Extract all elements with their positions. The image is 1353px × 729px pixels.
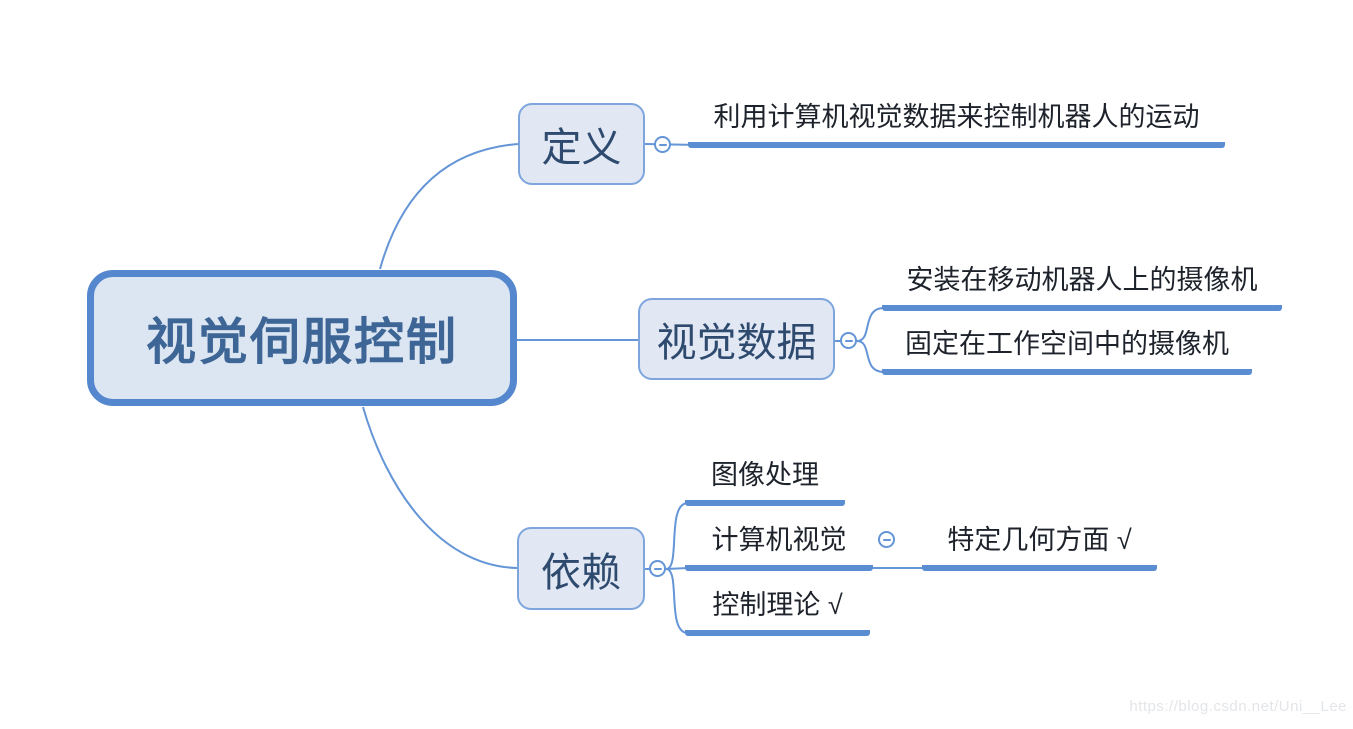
edge-visualdata-child2 — [856, 340, 885, 373]
collapse-button-definition[interactable] — [654, 136, 671, 153]
collapse-button-computer-vision[interactable] — [878, 531, 895, 548]
node-definition[interactable]: 定义 — [518, 103, 645, 185]
leaf-control-theory[interactable]: 控制理论 √ — [685, 588, 870, 636]
collapse-minus-icon — [844, 339, 853, 342]
edge-root-dependency — [362, 406, 518, 569]
collapse-minus-icon — [658, 143, 667, 146]
node-root-topic[interactable]: 视觉伺服控制 — [87, 270, 517, 406]
leaf-camera-fixed-in-workspace[interactable]: 固定在工作空间中的摄像机 — [882, 327, 1252, 375]
leaf-camera-on-mobile-robot[interactable]: 安装在移动机器人上的摄像机 — [882, 263, 1282, 311]
watermark-text: https://blog.csdn.net/Uni__Lee — [1129, 698, 1347, 715]
edge-dependency-child3 — [665, 568, 689, 634]
collapse-minus-icon — [882, 538, 891, 541]
edge-dependency-child1 — [665, 502, 689, 570]
edge-visualdata-child1 — [856, 307, 885, 342]
leaf-image-processing[interactable]: 图像处理 — [685, 458, 845, 506]
leaf-definition-detail[interactable]: 利用计算机视觉数据来控制机器人的运动 — [688, 100, 1225, 148]
node-visual-data[interactable]: 视觉数据 — [638, 298, 835, 380]
collapse-minus-icon — [653, 567, 662, 570]
leaf-computer-vision[interactable]: 计算机视觉 — [685, 523, 873, 571]
edge-root-definition — [379, 143, 519, 270]
leaf-specific-geometry[interactable]: 特定几何方面 √ — [922, 523, 1157, 571]
edge-dependency-child2 — [665, 567, 689, 570]
node-dependency[interactable]: 依赖 — [517, 527, 645, 610]
collapse-button-dependency[interactable] — [649, 560, 666, 577]
collapse-button-visual-data[interactable] — [840, 332, 857, 349]
